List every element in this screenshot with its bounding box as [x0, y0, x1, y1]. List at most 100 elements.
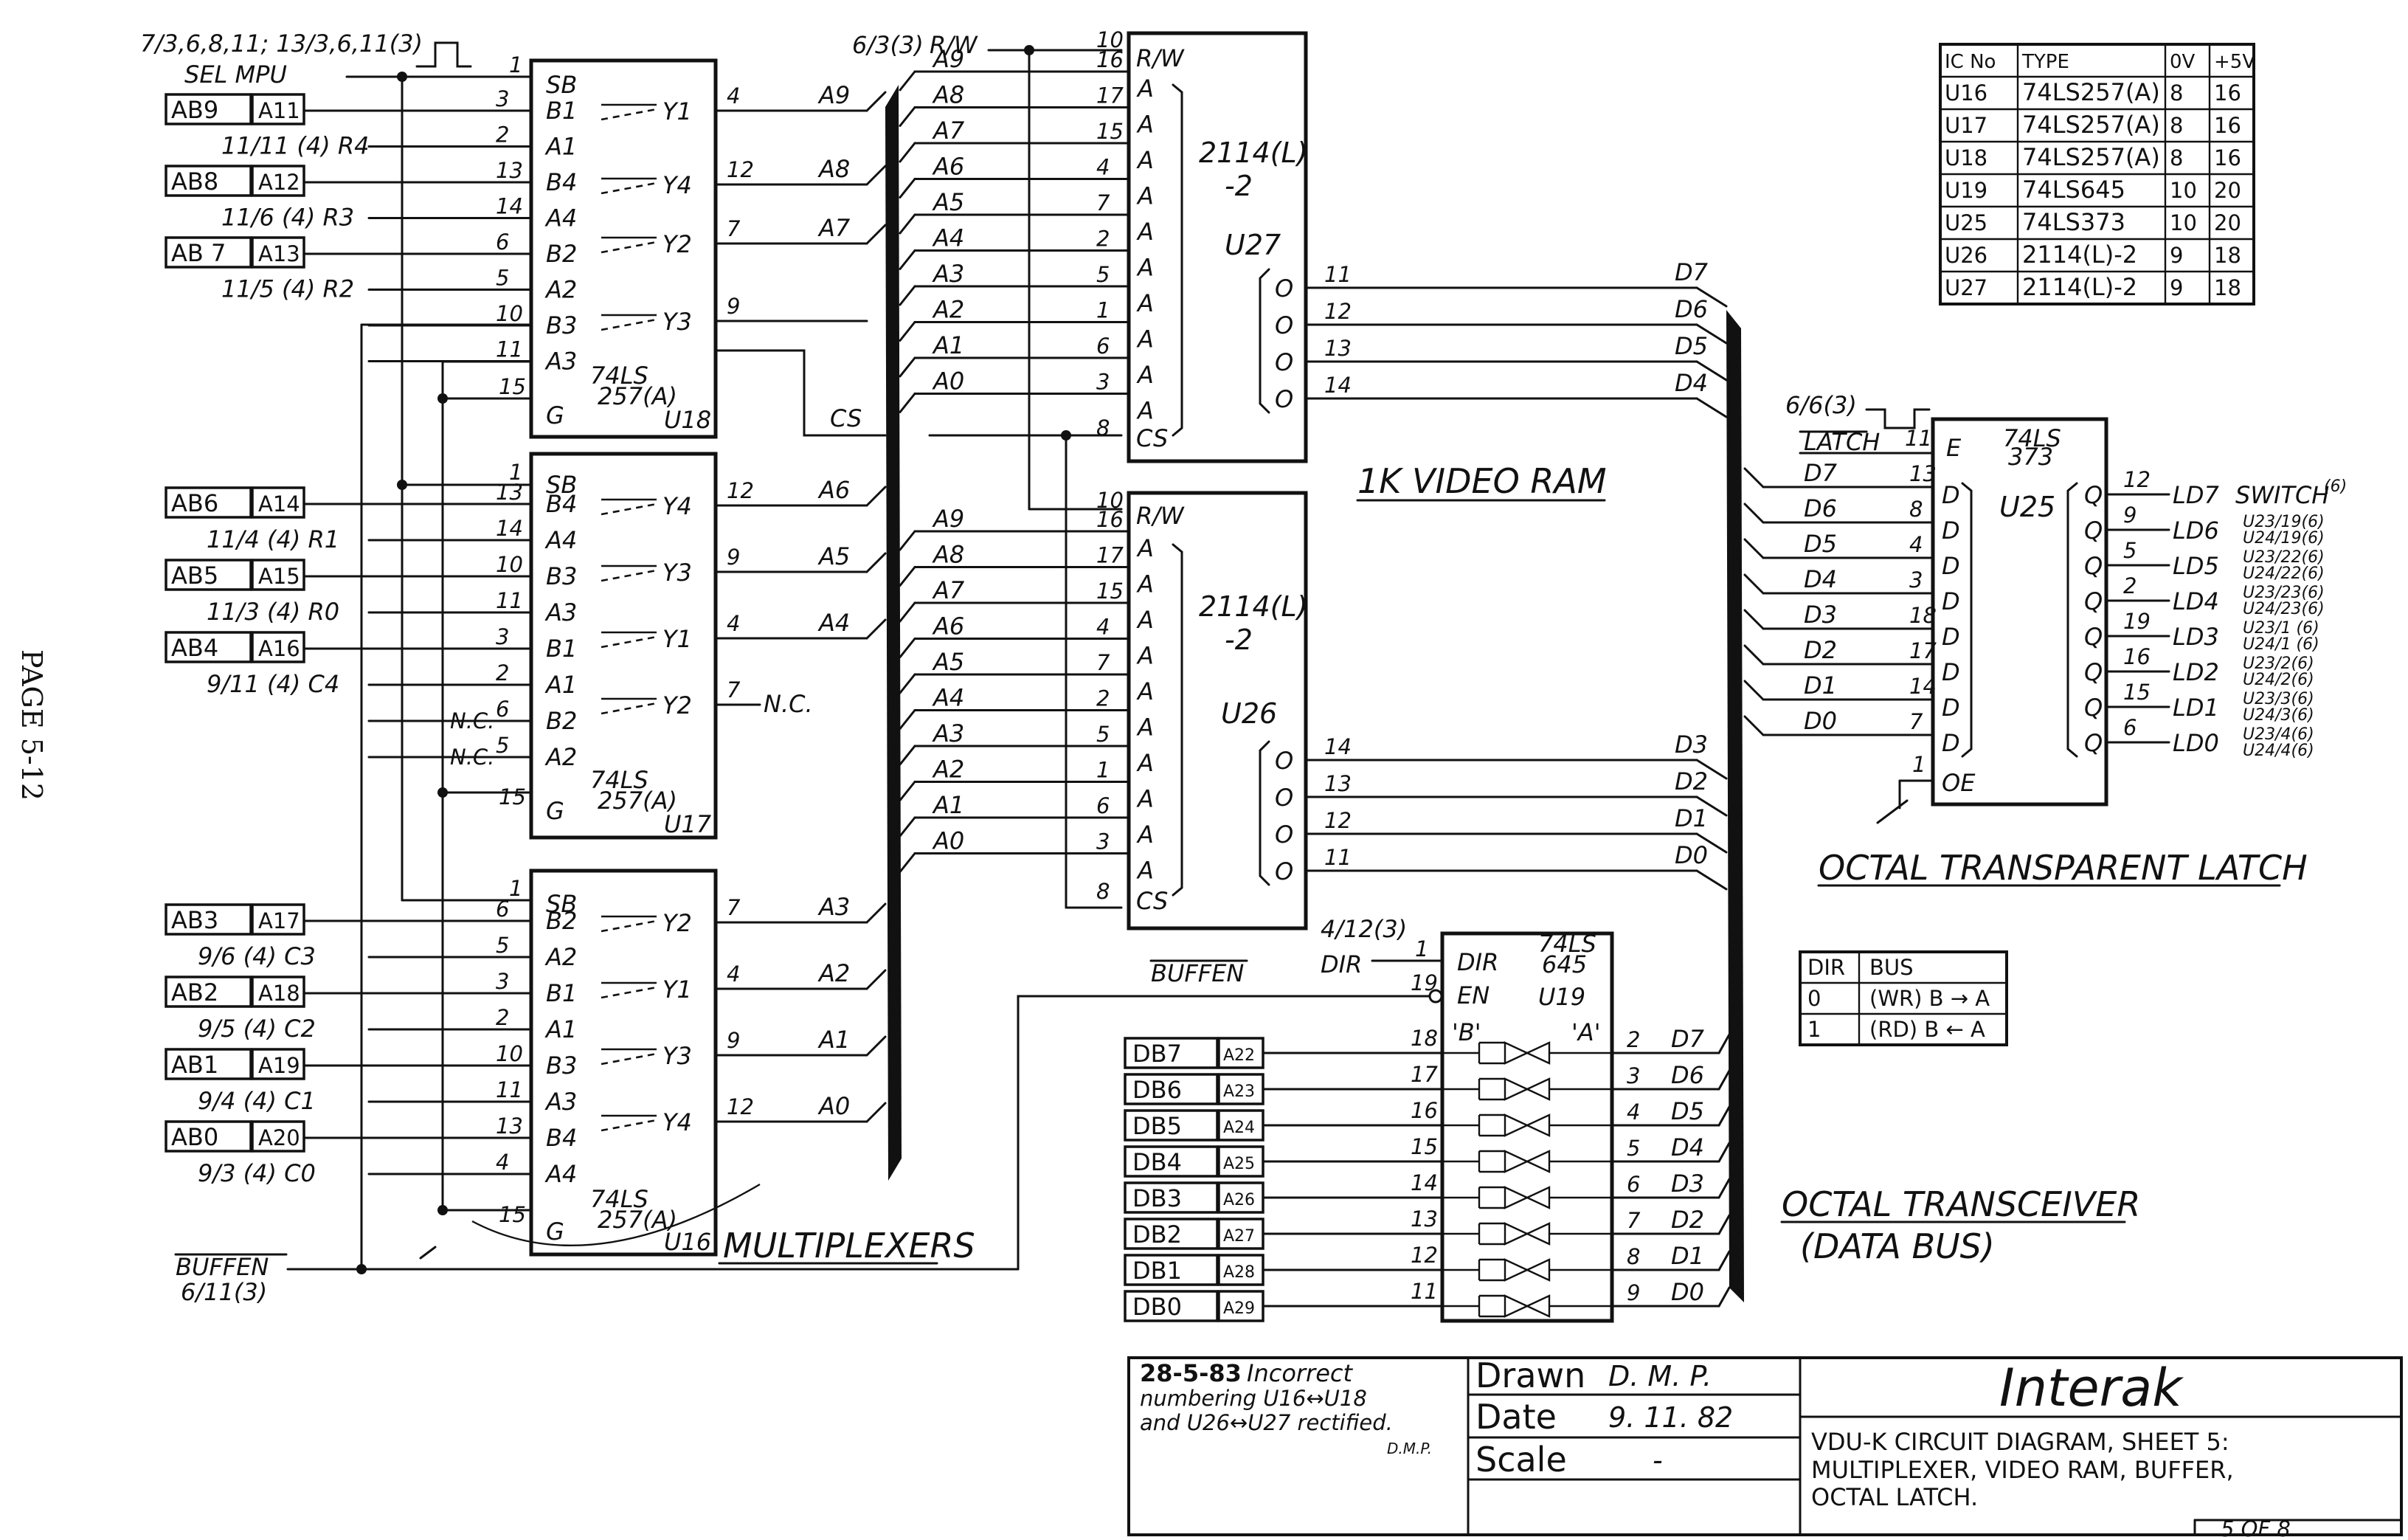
mux-input-pin: 6 — [496, 697, 509, 722]
connector-pin: A16 — [258, 636, 300, 661]
latch-q-pin: 15 — [2123, 680, 2151, 705]
ram-address-pin: 7 — [1096, 190, 1110, 215]
date-label: Date — [1475, 1397, 1557, 1437]
latch-q-sub: U23/1 (6) — [2243, 619, 2319, 638]
ram-address-signal: A4 — [932, 224, 964, 252]
mux-input-name: B3 — [546, 1052, 577, 1080]
connector-pin-box — [251, 165, 305, 197]
mux-pin-sb: 1 — [509, 52, 522, 77]
dir-pin: 1 — [1415, 936, 1428, 961]
connector-box — [165, 236, 252, 269]
date-value: 9. 11. 82 — [1608, 1401, 1733, 1434]
mux-input-pin: 10 — [496, 1041, 523, 1066]
ram-pin-a: A — [1136, 677, 1154, 705]
ram-pin-a: A — [1136, 534, 1154, 562]
xcvr-pin-b: 18 — [1411, 1026, 1438, 1051]
ic-table-cell: +5V — [2214, 51, 2255, 73]
mux-pin-sb: 1 — [509, 460, 522, 485]
ram-pin-cs: 8 — [1096, 879, 1110, 904]
ram-io-o: O — [1275, 385, 1293, 413]
mux-type2: 257(A) — [598, 787, 677, 815]
buffer-triangle — [1504, 1041, 1529, 1065]
bus-signal: A2 — [817, 959, 850, 987]
ic-table-cell: 16 — [2214, 113, 2241, 138]
ram-address-pin: 15 — [1096, 119, 1124, 144]
latch-pin-d: D — [1942, 481, 1960, 509]
ram-io-o: O — [1275, 784, 1293, 812]
connector-label: AB 7 — [171, 239, 226, 267]
latch-d-pin: 4 — [1909, 532, 1923, 557]
latch-q-signal: LD2 — [2173, 658, 2219, 686]
connector-box — [165, 903, 252, 936]
ram-io-pin: 11 — [1324, 262, 1352, 287]
latch-d-pin: 14 — [1909, 674, 1937, 699]
ram-address-signal: A7 — [932, 576, 965, 604]
ram-io-pin: 12 — [1324, 299, 1352, 324]
mux-input-pin: 10 — [496, 301, 523, 326]
db-connector-pin: A23 — [1223, 1083, 1255, 1101]
mux-output-pin: 4 — [727, 83, 740, 108]
mux-pin-g: 15 — [499, 374, 526, 399]
input-signal: 11/4 (4) R1 — [207, 525, 339, 553]
mux-output-pin: 7 — [727, 895, 741, 920]
xcvr-signal: D0 — [1671, 1278, 1704, 1306]
ram-rw-label: R/W — [1136, 44, 1185, 72]
mux-ref: U16 — [664, 1228, 711, 1256]
mux-sb: SB — [546, 71, 577, 99]
input-signal: 11/6 (4) R3 — [221, 204, 354, 232]
title-line3: OCTAL LATCH. — [1811, 1483, 1978, 1511]
latch-q-sub: U24/23(6) — [2243, 600, 2325, 618]
xcvr-pin-a: 4 — [1627, 1099, 1640, 1125]
latch-ref: U25 — [1999, 491, 2055, 523]
sheet-number: 5 OF 8 — [2221, 1516, 2291, 1540]
latch-caption: OCTAL TRANSPARENT LATCH — [1819, 848, 2308, 888]
mux-sb: SB — [546, 890, 577, 918]
db-connector-pin-box — [1217, 1218, 1264, 1250]
ram-address-pin: 7 — [1096, 650, 1110, 675]
input-signal: 9/4 (4) C1 — [198, 1087, 316, 1115]
ic-table-cell: U27 — [1945, 275, 1987, 300]
mux-input-name: A2 — [544, 943, 577, 971]
latch-q-signal: LD7 — [2173, 481, 2219, 509]
latch-q-pin: 12 — [2123, 467, 2151, 492]
ram-pin-a: A — [1136, 606, 1154, 634]
xcvr-pin-b: 14 — [1411, 1170, 1438, 1195]
db-connector-label: DB0 — [1132, 1293, 1182, 1321]
latch-q-sub: U24/22(6) — [2243, 564, 2325, 583]
latch-pin-d: D — [1942, 517, 1960, 545]
mux-input-name: B2 — [546, 907, 577, 935]
mux-output-name: Y3 — [662, 1042, 692, 1070]
latch-pin-d: D — [1942, 658, 1960, 686]
ram-io-o: O — [1275, 821, 1293, 849]
ram-io-pin: 11 — [1324, 845, 1352, 870]
input-signal: 9/6 (4) C3 — [198, 942, 316, 970]
db-connector-label: DB6 — [1132, 1076, 1182, 1104]
latch-q-pin: 19 — [2123, 609, 2151, 634]
ram-address-signal: A8 — [932, 81, 964, 109]
buffen-source: 6/11(3) — [181, 1278, 267, 1306]
db-connector-box — [1124, 1290, 1219, 1322]
ram-pin-cs: 8 — [1096, 415, 1110, 441]
latch-pin-q: Q — [2084, 587, 2103, 615]
ram-pin-a: A — [1136, 785, 1154, 813]
mux-g: G — [546, 797, 564, 825]
mux-output-pin: 9 — [727, 1028, 740, 1053]
ram-address-signal: A7 — [932, 117, 965, 145]
xcvr-en: EN — [1457, 981, 1490, 1009]
mux-g: G — [546, 1218, 564, 1246]
mux-input-pin: 5 — [496, 933, 509, 958]
buffer-triangle — [1504, 1113, 1529, 1137]
latch-d-pin: 17 — [1909, 638, 1937, 663]
xcvr-pin-a: 7 — [1627, 1208, 1641, 1233]
xcvr-pin-b: 12 — [1411, 1243, 1438, 1268]
db-connector-pin: A25 — [1223, 1155, 1255, 1173]
mux-input-name: B4 — [546, 168, 577, 196]
connector-label: AB4 — [171, 634, 218, 662]
latch-d-pin: 3 — [1909, 567, 1923, 593]
ram-io-signal: D5 — [1675, 332, 1708, 360]
connector-box — [165, 486, 252, 519]
latch-d-signal: D3 — [1804, 601, 1837, 629]
latch-oe-pin: 1 — [1912, 752, 1926, 777]
